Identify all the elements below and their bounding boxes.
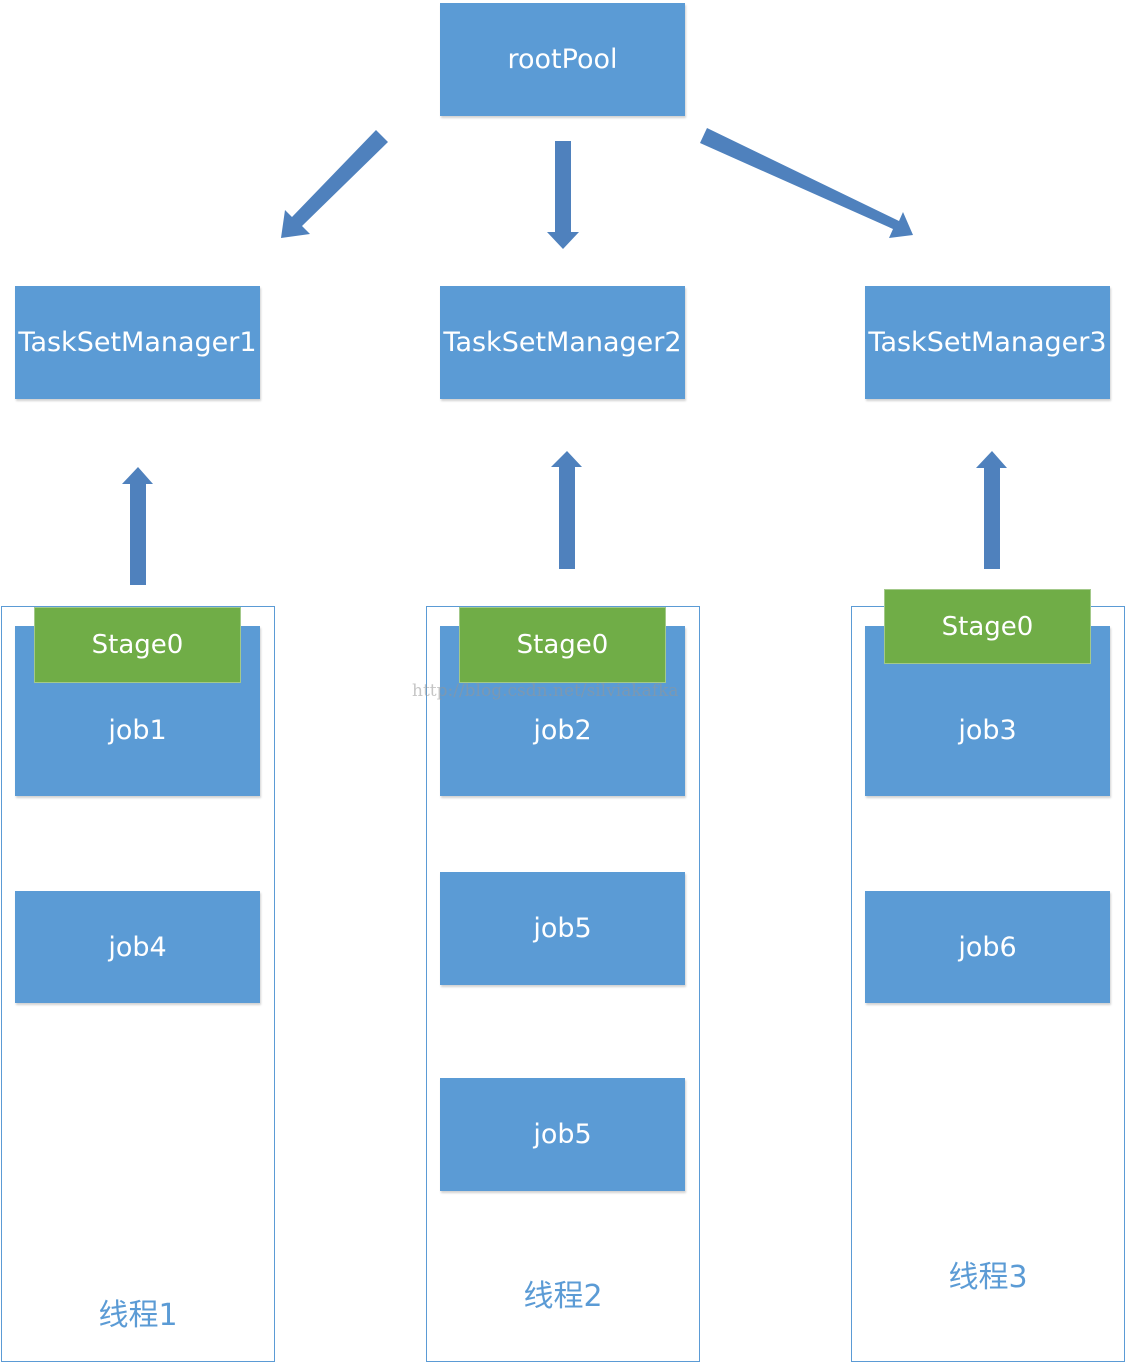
watermark-text: http://blog.csdn.net/silviakafka [412, 681, 679, 701]
arrow-root-to-manager-2 [547, 141, 579, 249]
job-node-job5-a: job5 [440, 872, 685, 985]
thread-label-2: 线程2 [523, 1279, 603, 1314]
thread-lane-1 [1, 606, 275, 1362]
task-set-manager-2-node: TaskSetManager2 [440, 286, 685, 399]
arrow-thread-3-to-manager-3 [976, 451, 1007, 569]
stage-node-thread-3: Stage0 [884, 589, 1091, 664]
task-set-manager-3-node: TaskSetManager3 [865, 286, 1110, 399]
arrow-thread-2-to-manager-2 [551, 451, 582, 569]
stage-node-thread-2: Stage0 [459, 607, 666, 683]
arrow-thread-1-to-manager-1 [122, 467, 153, 585]
thread-lane-2 [426, 606, 700, 1362]
job-node-job6: job6 [865, 891, 1110, 1003]
job-node-job4: job4 [15, 891, 260, 1003]
arrow-root-to-manager-3 [700, 128, 913, 238]
arrow-root-to-manager-1 [281, 130, 388, 238]
thread-label-3: 线程3 [948, 1260, 1028, 1295]
stage-node-thread-1: Stage0 [34, 607, 241, 683]
job-node-job5-b: job5 [440, 1078, 685, 1191]
task-set-manager-1-node: TaskSetManager1 [15, 286, 260, 399]
root-pool-node: rootPool [440, 3, 685, 116]
thread-label-1: 线程1 [98, 1298, 178, 1333]
